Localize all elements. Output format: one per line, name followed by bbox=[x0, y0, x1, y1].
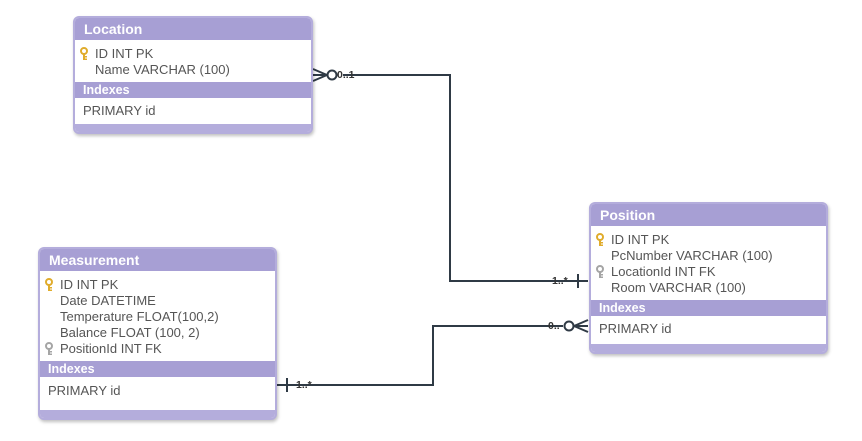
field-label: Date DATETIME bbox=[60, 293, 156, 308]
foreign-key-icon bbox=[596, 265, 604, 278]
index-item[interactable]: PRIMARY id bbox=[83, 103, 156, 118]
field-label: Balance FLOAT (100, 2) bbox=[60, 325, 200, 340]
relation-position-measurement bbox=[277, 319, 589, 392]
field-label: PositionId INT FK bbox=[60, 341, 162, 356]
primary-key-icon bbox=[596, 233, 604, 246]
cardinality-label: 0..1 bbox=[337, 69, 355, 81]
foreign-key-icon bbox=[45, 342, 53, 355]
field-row[interactable]: Balance FLOAT (100, 2) bbox=[40, 325, 275, 341]
relation-location-position bbox=[312, 68, 588, 288]
field-list: ID INT PK PcNumber VARCHAR (100) Locatio… bbox=[591, 226, 826, 300]
cardinality-label: 1..* bbox=[552, 275, 568, 287]
field-row[interactable]: ID INT PK bbox=[75, 46, 311, 62]
field-label: Name VARCHAR (100) bbox=[95, 62, 230, 77]
field-row[interactable]: Room VARCHAR (100) bbox=[591, 280, 826, 296]
table-measurement[interactable]: Measurement ID INT PK Date DATETIME Temp… bbox=[38, 247, 277, 420]
cardinality-label: 0.. bbox=[548, 320, 560, 332]
table-position[interactable]: Position ID INT PK PcNumber VARCHAR (100… bbox=[589, 202, 828, 354]
cardinality-label: 1..* bbox=[296, 379, 312, 391]
index-item[interactable]: PRIMARY id bbox=[599, 321, 672, 336]
primary-key-icon bbox=[80, 47, 88, 60]
field-label: LocationId INT FK bbox=[611, 264, 716, 279]
table-title[interactable]: Location bbox=[75, 18, 311, 40]
field-label: Room VARCHAR (100) bbox=[611, 280, 746, 295]
field-list: ID INT PK Date DATETIME Temperature FLOA… bbox=[40, 271, 275, 361]
indexes-header: Indexes bbox=[75, 82, 311, 98]
indexes-header: Indexes bbox=[591, 300, 826, 316]
field-row[interactable]: Date DATETIME bbox=[40, 293, 275, 309]
field-label: ID INT PK bbox=[60, 277, 119, 292]
table-title[interactable]: Position bbox=[591, 204, 826, 226]
field-row[interactable]: Temperature FLOAT(100,2) bbox=[40, 309, 275, 325]
primary-key-icon bbox=[45, 278, 53, 291]
table-footer bbox=[75, 124, 311, 132]
field-row[interactable]: Name VARCHAR (100) bbox=[75, 62, 311, 78]
field-label: PcNumber VARCHAR (100) bbox=[611, 248, 773, 263]
field-row[interactable]: ID INT PK bbox=[591, 232, 826, 248]
table-location[interactable]: Location ID INT PK Name VARCHAR (100) In… bbox=[73, 16, 313, 134]
table-footer bbox=[591, 344, 826, 352]
field-list: ID INT PK Name VARCHAR (100) bbox=[75, 40, 311, 82]
field-row[interactable]: ID INT PK bbox=[40, 277, 275, 293]
table-title[interactable]: Measurement bbox=[40, 249, 275, 271]
field-label: ID INT PK bbox=[95, 46, 154, 61]
field-label: Temperature FLOAT(100,2) bbox=[60, 309, 219, 324]
field-row[interactable]: PcNumber VARCHAR (100) bbox=[591, 248, 826, 264]
indexes-header: Indexes bbox=[40, 361, 275, 377]
index-item[interactable]: PRIMARY id bbox=[48, 383, 121, 398]
table-footer bbox=[40, 410, 275, 418]
field-row[interactable]: LocationId INT FK bbox=[591, 264, 826, 280]
field-row[interactable]: PositionId INT FK bbox=[40, 341, 275, 357]
field-label: ID INT PK bbox=[611, 232, 670, 247]
